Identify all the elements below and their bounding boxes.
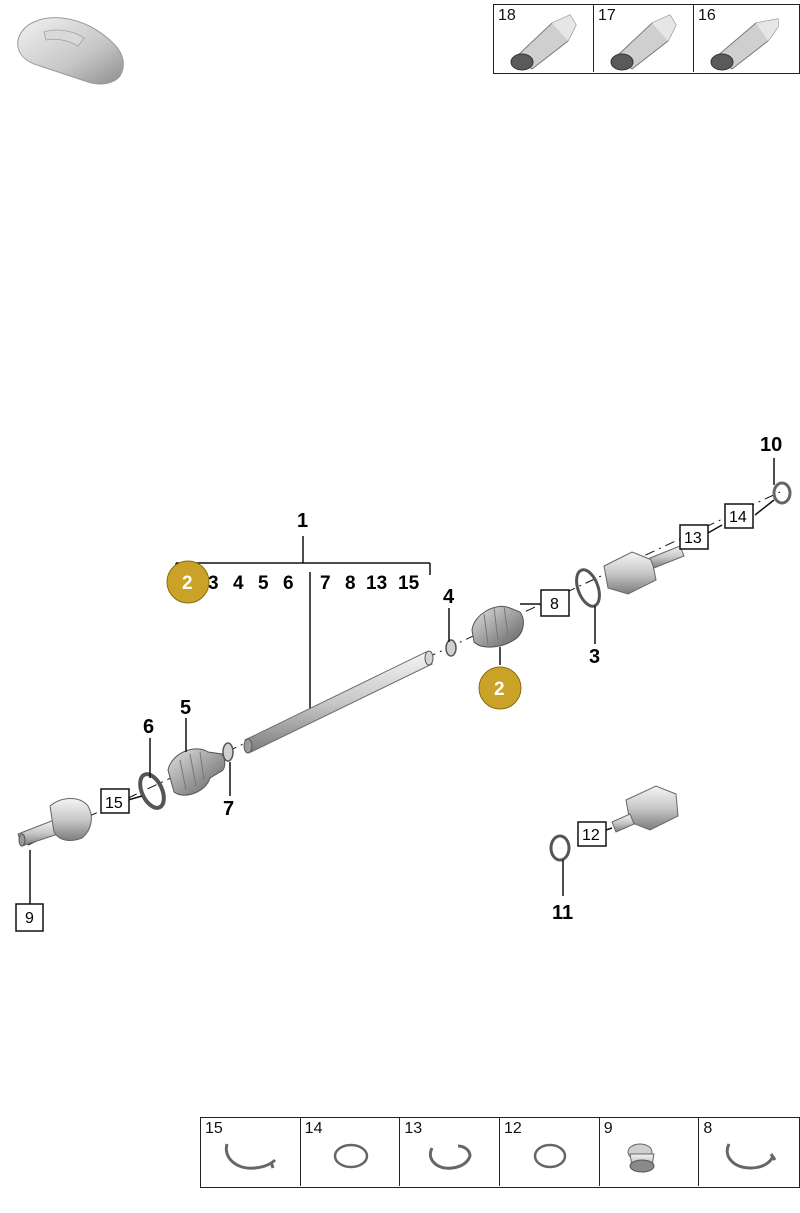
boxed-callout-9-label: 9 — [25, 910, 34, 927]
assembly-included-parts: 3 4 5 6 7 8 13 15 — [208, 573, 420, 594]
included-part-4[interactable]: 4 — [233, 573, 244, 594]
boxed-callout-12[interactable]: 12 — [577, 821, 607, 847]
thumb-number: 18 — [498, 7, 516, 24]
thumb-number: 8 — [703, 1120, 713, 1137]
consumables-strip: 18 17 16 — [493, 4, 800, 74]
thumb-part-16[interactable]: 16 — [694, 5, 794, 72]
boxed-callout-9[interactable]: 9 — [15, 903, 44, 932]
clamp-7 — [222, 742, 234, 762]
boxed-callout-15-label: 15 — [105, 795, 123, 812]
nut-icon — [627, 1143, 655, 1173]
circlip-icon — [726, 1143, 777, 1170]
badge-2-list[interactable]: 2 — [166, 560, 210, 604]
assembly-bracket — [175, 536, 431, 712]
included-part-8[interactable]: 8 — [345, 573, 356, 594]
leader-lines — [29, 458, 775, 904]
circlip-icon — [224, 1143, 277, 1170]
thumb-number: 12 — [504, 1120, 522, 1137]
circlip-3 — [575, 568, 601, 608]
thumb-number: 9 — [603, 1120, 613, 1137]
thumb-part-18[interactable]: 18 — [494, 5, 594, 72]
thumb-number: 17 — [598, 7, 616, 24]
thumb-number: 16 — [698, 7, 716, 24]
included-part-15[interactable]: 15 — [398, 573, 420, 594]
boxed-callout-8[interactable]: 8 — [540, 589, 570, 617]
callout-6[interactable]: 6 — [143, 716, 154, 738]
thumb-part-14[interactable]: 14 — [300, 1118, 401, 1186]
boxed-callout-13-label: 13 — [684, 530, 702, 547]
boxed-callout-14[interactable]: 14 — [724, 503, 754, 529]
callout-7[interactable]: 7 — [223, 798, 234, 820]
thumb-part-8[interactable]: 8 — [699, 1118, 800, 1186]
o-ring-icon — [333, 1143, 368, 1169]
thumb-part-17[interactable]: 17 — [594, 5, 694, 72]
circlip-icon — [429, 1144, 472, 1170]
spare-inner-joint — [611, 785, 679, 833]
badge-2-label: 2 — [182, 573, 193, 594]
callout-10[interactable]: 10 — [760, 434, 782, 456]
included-part-6[interactable]: 6 — [283, 573, 294, 594]
inner-joint-housing — [603, 545, 685, 595]
thumb-part-9[interactable]: 9 — [599, 1118, 700, 1186]
boxed-callout-13[interactable]: 13 — [679, 524, 709, 550]
small-parts-strip: 15 14 13 12 9 8 — [200, 1117, 800, 1188]
badge-2-callout[interactable]: 2 — [478, 666, 522, 710]
drive-shaft — [243, 650, 434, 754]
clamp-4 — [445, 639, 457, 657]
included-part-13[interactable]: 13 — [366, 573, 387, 594]
thumb-part-13[interactable]: 13 — [400, 1118, 501, 1186]
included-part-5[interactable]: 5 — [258, 573, 269, 594]
boxed-callout-8-label: 8 — [550, 596, 559, 613]
grease-tube-icon — [710, 18, 779, 71]
clamp-ring-6 — [138, 772, 166, 810]
callout-3[interactable]: 3 — [589, 646, 600, 668]
callout-4[interactable]: 4 — [443, 586, 455, 608]
callout-11[interactable]: 11 — [552, 902, 573, 924]
o-ring-icon — [533, 1143, 567, 1169]
thumb-number: 15 — [205, 1120, 223, 1137]
ring-10 — [772, 481, 792, 505]
outer-cv-joint — [17, 798, 92, 847]
included-part-3[interactable]: 3 — [208, 573, 219, 594]
boot-2 — [471, 605, 524, 648]
badge-2-callout-label: 2 — [494, 679, 505, 700]
boxed-callout-14-label: 14 — [729, 509, 747, 526]
circlip-11 — [549, 834, 571, 862]
callout-1[interactable]: 1 — [297, 510, 308, 532]
included-part-7[interactable]: 7 — [320, 573, 331, 594]
thumb-number: 13 — [404, 1120, 423, 1137]
thumb-part-12[interactable]: 12 — [500, 1118, 600, 1186]
grease-tube-icon — [510, 14, 577, 71]
boxed-callout-12-label: 12 — [582, 827, 600, 844]
callout-5[interactable]: 5 — [180, 697, 191, 719]
boot-5 — [167, 748, 226, 796]
axis-line — [27, 491, 781, 846]
thumb-number: 14 — [304, 1120, 323, 1137]
grease-tube-icon — [610, 14, 677, 71]
thumb-part-15[interactable]: 15 — [201, 1118, 301, 1186]
car-silhouette-icon — [17, 17, 124, 85]
boxed-callout-15[interactable]: 15 — [100, 788, 130, 814]
